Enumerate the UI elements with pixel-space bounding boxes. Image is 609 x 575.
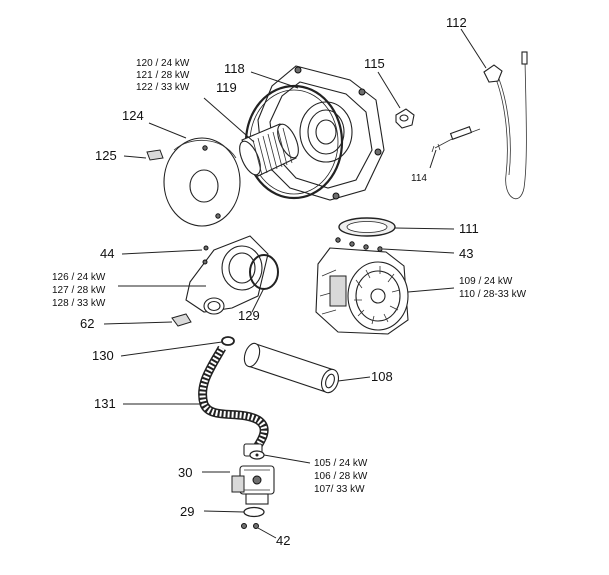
screws-42 [241, 523, 259, 529]
label-124: 124 [122, 108, 144, 123]
label-122: 122 / 33 kW [136, 82, 190, 93]
label-114: 114 [411, 173, 427, 184]
clip-125 [146, 149, 164, 161]
label-115: 115 [364, 56, 385, 71]
label-109: 109 / 24 kW [459, 276, 513, 287]
fan-gasket-111 [338, 217, 396, 237]
label-126: 126 / 24 kW [52, 272, 106, 283]
part-labels: 112 118 119 115 120 / 24 kW 121 / 28 kW … [52, 15, 527, 548]
label-29: 29 [180, 504, 194, 519]
label-131: 131 [94, 396, 116, 411]
label-106: 106 / 28 kW [314, 471, 368, 482]
fan-assembly [315, 247, 409, 335]
electrode-114 [431, 126, 481, 153]
label-110: 110 / 28-33 kW [459, 289, 527, 300]
label-111: 111 [459, 221, 479, 236]
ignition-cable [483, 51, 528, 200]
leader-lines [103, 28, 487, 539]
label-129: 129 [238, 308, 260, 323]
label-44: 44 [100, 246, 114, 261]
o-ring-130 [221, 336, 235, 346]
label-125: 125 [95, 148, 117, 163]
label-62: 62 [80, 316, 94, 331]
label-121: 121 / 28 kW [136, 70, 190, 81]
front-cover [163, 137, 241, 227]
burner-tube [239, 123, 299, 177]
corrugated-hose [198, 345, 269, 457]
venturi-mixer [185, 235, 269, 315]
label-119: 119 [216, 80, 237, 95]
label-108: 108 [371, 369, 393, 384]
label-112: 112 [446, 15, 467, 30]
gas-valve [231, 465, 275, 505]
label-107: 107/ 33 kW [314, 484, 365, 495]
connector-62 [171, 313, 192, 327]
label-42: 42 [276, 533, 290, 548]
air-intake-tube [243, 342, 340, 394]
label-130: 130 [92, 348, 114, 363]
label-128: 128 / 33 kW [52, 298, 106, 309]
label-43: 43 [459, 246, 473, 261]
valve-gasket [249, 450, 265, 460]
label-118: 118 [224, 61, 245, 76]
burner-flange-plate [257, 65, 385, 201]
label-105: 105 / 24 kW [314, 458, 368, 469]
label-127: 127 / 28 kW [52, 285, 106, 296]
label-120: 120 / 24 kW [136, 58, 190, 69]
label-30: 30 [178, 465, 192, 480]
cap-115 [395, 108, 415, 129]
gasket-29 [243, 506, 265, 518]
